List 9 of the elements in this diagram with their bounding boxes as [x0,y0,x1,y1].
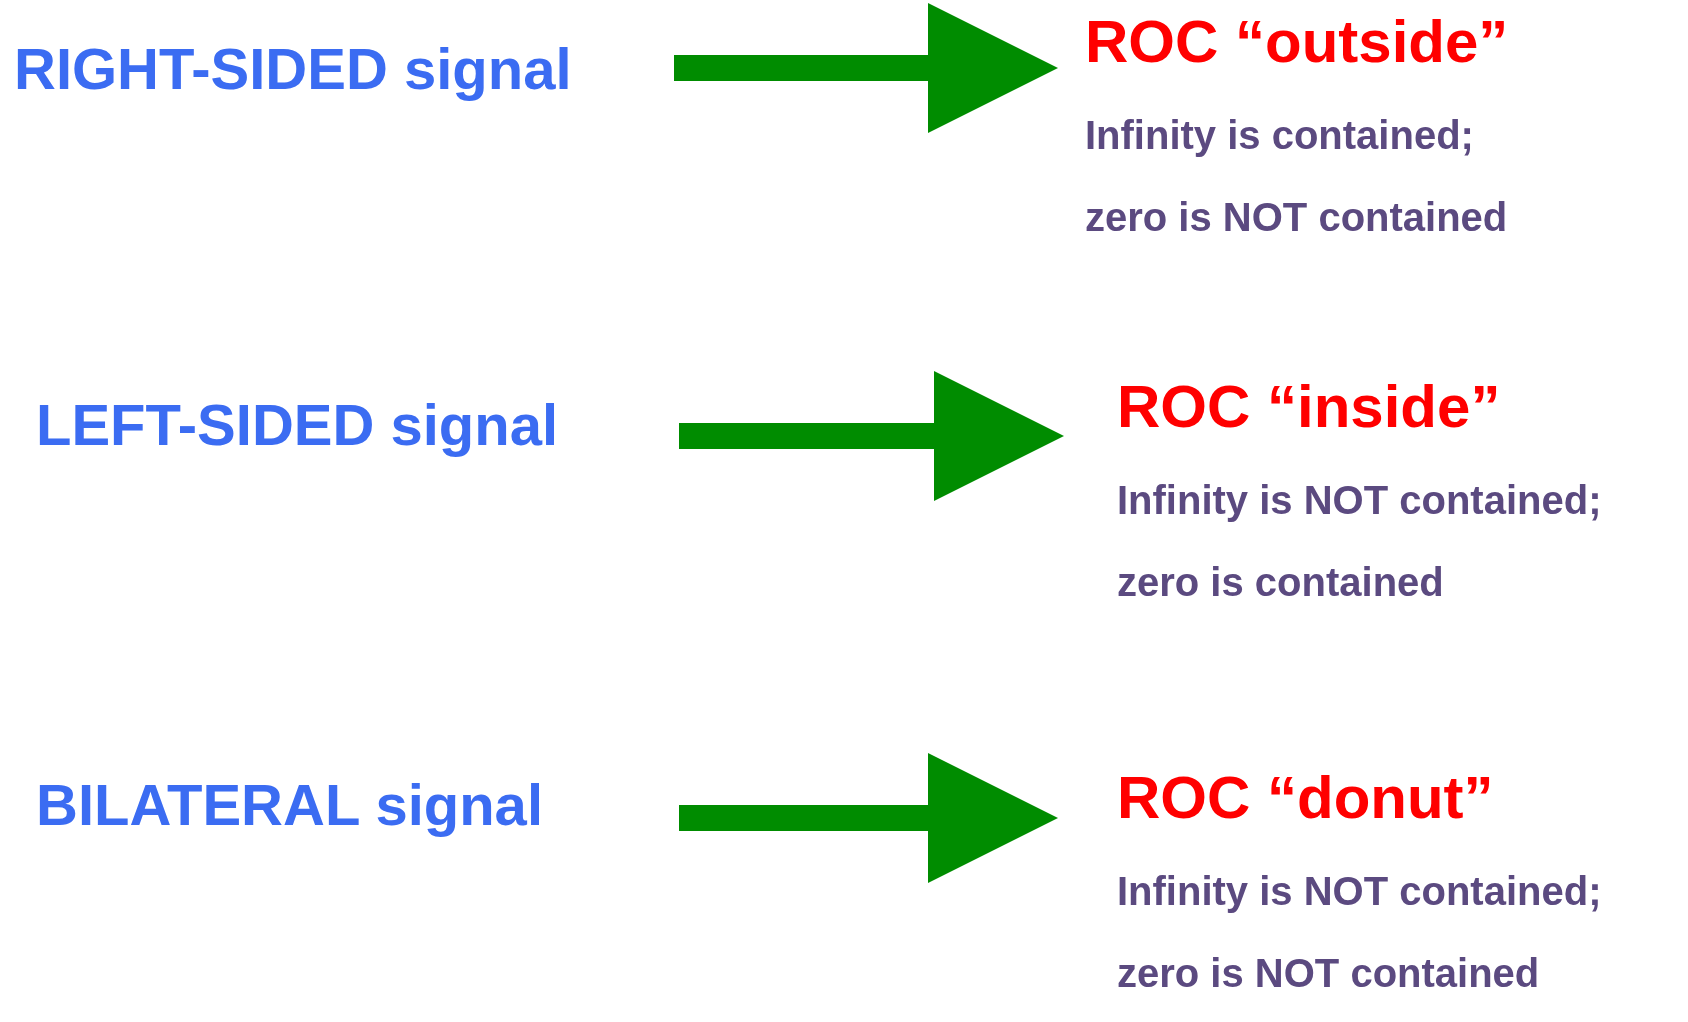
arrow [679,371,1064,501]
roc-description: Infinity is NOT contained; zero is NOT contained [1117,868,1603,997]
roc-description: Infinity is NOT contained; zero is contained [1117,477,1603,606]
roc-heading: ROC “outside” [1085,12,1510,72]
arrow [679,753,1058,883]
roc-description: Infinity is contained; zero is NOT contained [1085,112,1509,241]
arrow [674,3,1058,133]
roc-heading: ROC “donut” [1117,768,1495,828]
roc-heading: ROC “inside” [1117,377,1502,437]
